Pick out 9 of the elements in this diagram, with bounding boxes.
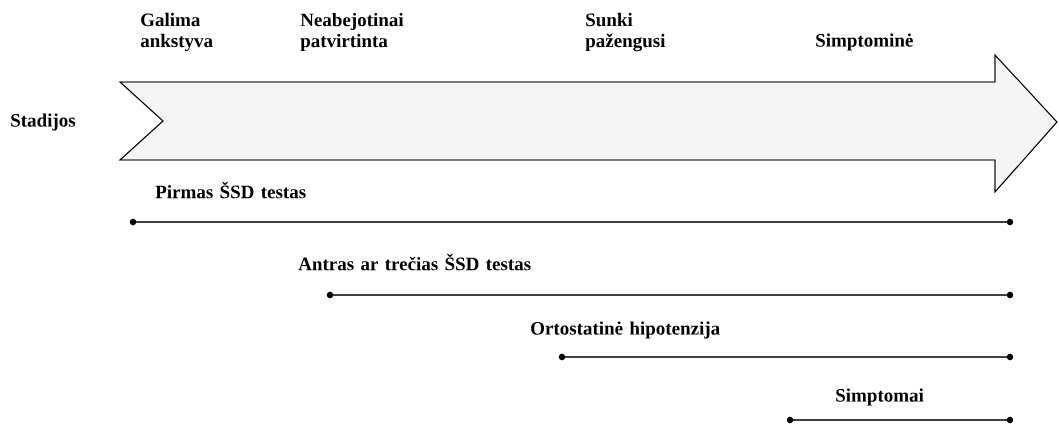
axis-label: Stadijos <box>11 113 76 131</box>
stage-label: Simptominė <box>816 33 913 51</box>
stage-label: Galima ankstyva <box>140 12 213 52</box>
range-label: Simptomai <box>836 388 924 406</box>
stage-label: Neabejotinai patvirtinta <box>300 12 404 52</box>
stage-label: Sunki pažengusi <box>585 12 666 52</box>
range-label: Antras ar trečias ŠSD testas <box>298 253 531 271</box>
range-label: Ortostatinė hipotenzija <box>531 321 720 339</box>
range-label: Pirmas ŠSD testas <box>155 181 306 199</box>
